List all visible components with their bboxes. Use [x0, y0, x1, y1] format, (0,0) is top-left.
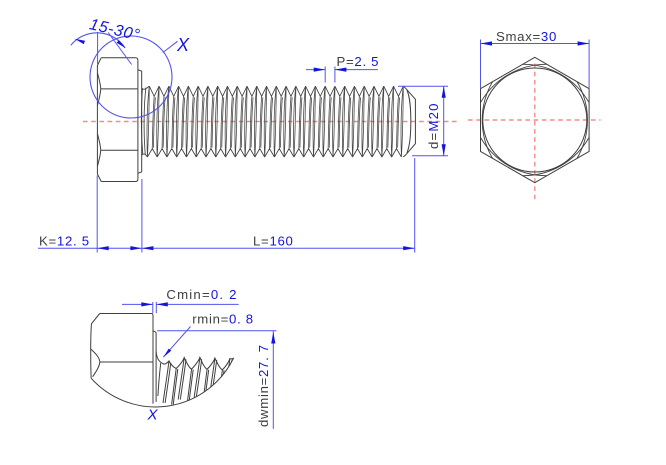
svg-text:X: X	[147, 407, 159, 424]
svg-text:Cmin=0. 2: Cmin=0. 2	[166, 287, 237, 302]
svg-text:X: X	[176, 35, 190, 55]
svg-text:L=160: L=160	[253, 233, 294, 248]
svg-text:dwmin=27. 7: dwmin=27. 7	[256, 344, 271, 427]
svg-text:P=2. 5: P=2. 5	[337, 54, 380, 69]
svg-text:rmin=0. 8: rmin=0. 8	[192, 312, 254, 327]
svg-text:Smax=30: Smax=30	[496, 29, 557, 44]
svg-text:K=12. 5: K=12. 5	[39, 234, 90, 249]
svg-text:d=M20: d=M20	[426, 102, 441, 149]
